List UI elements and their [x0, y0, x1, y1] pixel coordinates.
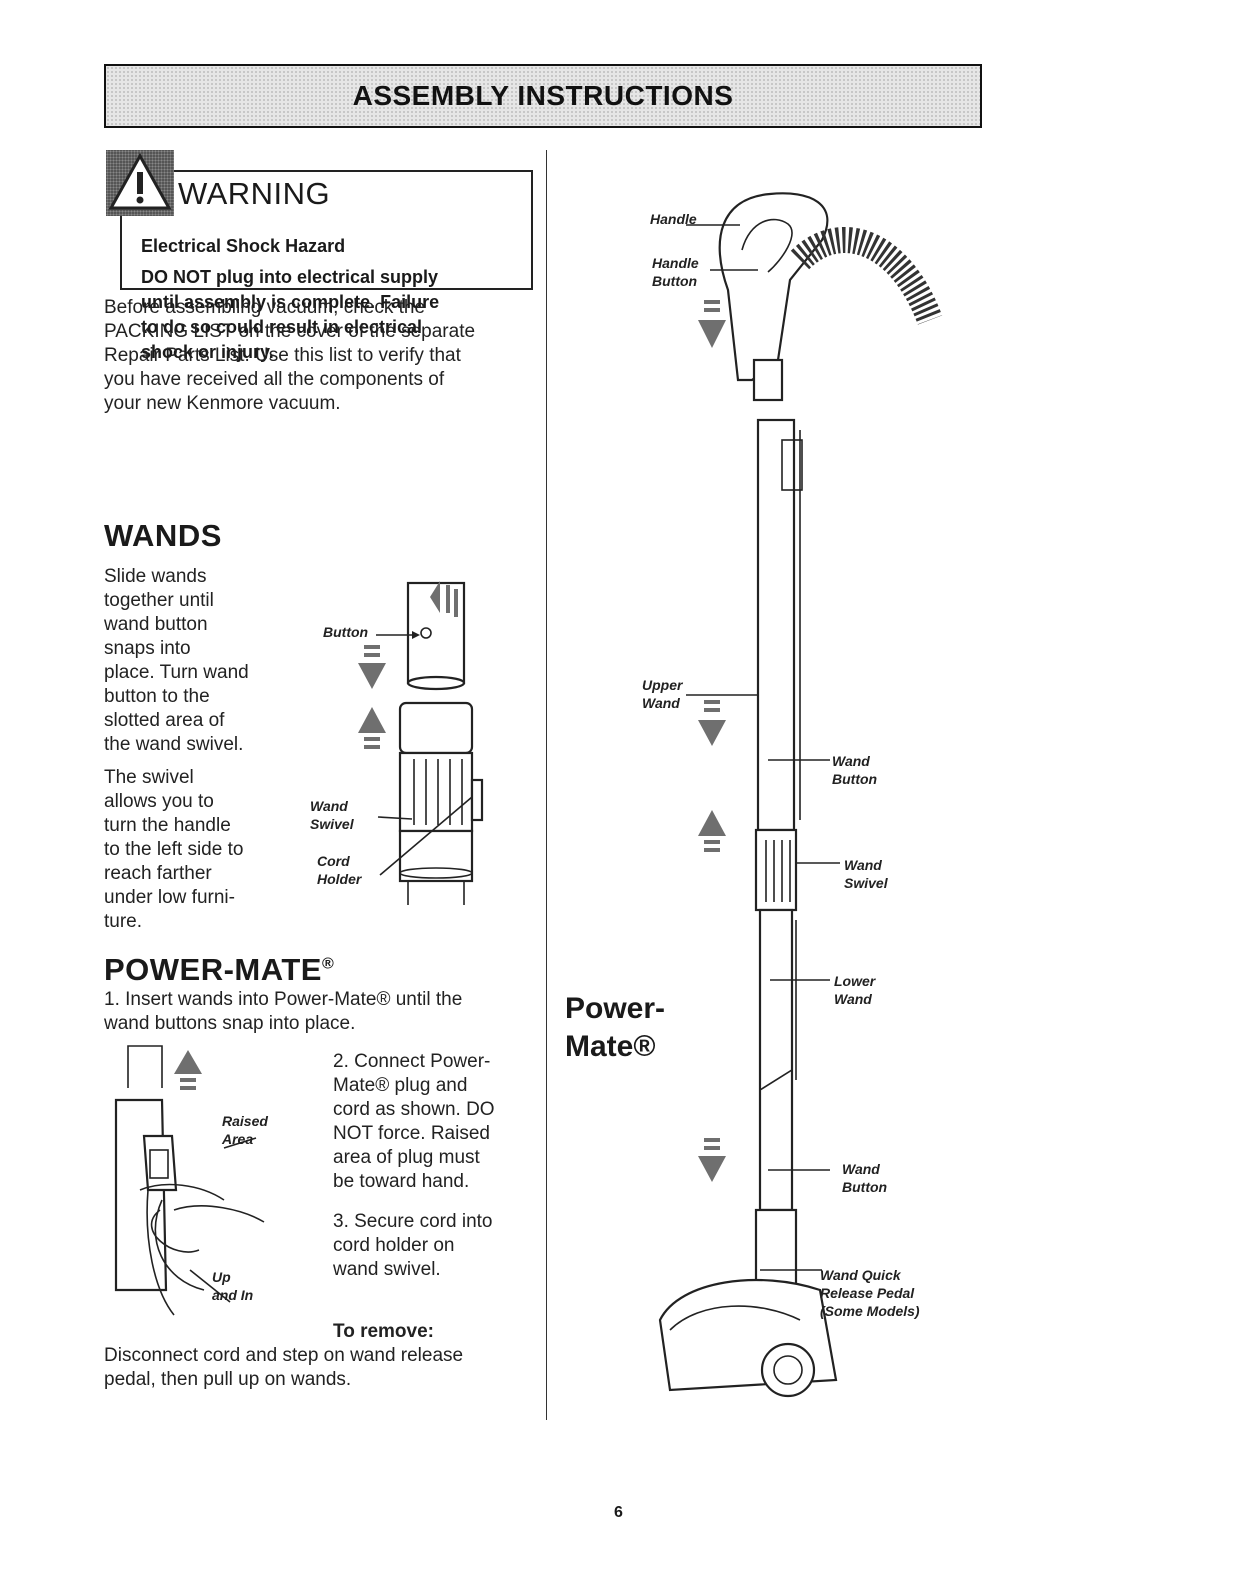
vacuum-assembly-diagram [658, 192, 943, 1398]
arrow-down-icon [698, 700, 726, 746]
column-divider [546, 150, 547, 1420]
remove-text: Disconnect cord and step on wand release… [104, 1345, 464, 1390]
powermate-step-2: 2. Connect Power-Mate® plug and cord as … [333, 1051, 495, 1192]
powermate-diagram-label: Power- Mate® [565, 992, 666, 1063]
plug-connection-illustration [114, 1045, 265, 1316]
warning-text: DO NOT plug into electrical supply until… [141, 267, 440, 362]
section-header-bar: ASSEMBLY INSTRUCTIONS [104, 64, 982, 128]
arrow-down-icon [698, 300, 726, 348]
wand-swivel-illustration [358, 581, 484, 905]
handle-label: Handle [650, 211, 697, 227]
warning-box [120, 170, 533, 290]
powermate-step-1: 1. Insert wands into Power-Mate® until t… [104, 989, 463, 1034]
powermate-heading: POWER-MATE® [104, 952, 335, 987]
page-number: 6 [614, 1504, 623, 1521]
wands-heading: WANDS [104, 518, 222, 553]
arrow-up-icon [358, 707, 386, 749]
arrow-down-icon [698, 1138, 726, 1182]
arrow-up-icon [174, 1050, 202, 1090]
warning-triangle-icon [106, 150, 174, 216]
section-title: ASSEMBLY INSTRUCTIONS [352, 80, 734, 111]
remove-heading: To remove: [333, 1321, 435, 1342]
warning-title: WARNING [178, 176, 331, 211]
arrow-down-icon [358, 645, 386, 689]
intro-paragraph: Before assembling vacuum, check the PACK… [104, 297, 476, 414]
warning-subtitle: Electrical Shock Hazard [141, 236, 346, 256]
arrow-up-icon [698, 810, 726, 852]
button-label: Button [323, 624, 369, 640]
